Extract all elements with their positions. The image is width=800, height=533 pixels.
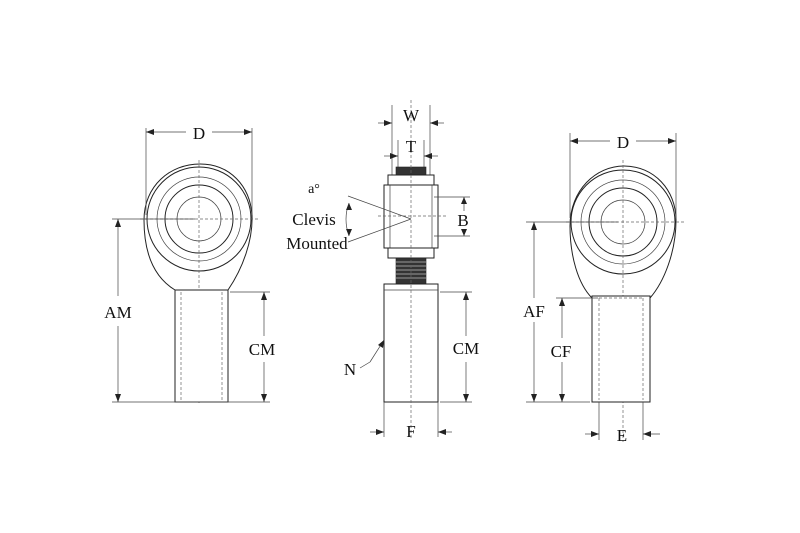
- dim-label-d-right: D: [617, 133, 629, 152]
- dim-label-am: AM: [104, 303, 131, 322]
- female-rod-end-front-view: D AF CF E: [523, 133, 684, 445]
- mounted-label: Mounted: [286, 234, 348, 253]
- dim-label-t: T: [406, 137, 417, 156]
- dim-label-cm-mid: CM: [453, 339, 479, 358]
- male-rod-end-front-view: D AM CM: [104, 124, 275, 405]
- dim-label-angle: a°: [308, 182, 320, 197]
- left-head-outline: [143, 163, 253, 291]
- dim-label-cf: CF: [551, 342, 572, 361]
- dim-label-n: N: [344, 360, 356, 379]
- left-shank: [174, 289, 229, 403]
- dim-label-af: AF: [523, 302, 545, 321]
- dim-label-cm-left: CM: [249, 340, 275, 359]
- dim-label-d-left: D: [193, 124, 205, 143]
- dim-label-e: E: [617, 426, 627, 445]
- right-body: [591, 295, 651, 403]
- rod-end-side-view: W T a° Clevis Mounted B N CM F: [286, 100, 479, 441]
- clevis-label: Clevis: [292, 210, 335, 229]
- dim-label-f: F: [406, 422, 415, 441]
- dim-label-w: W: [403, 106, 420, 125]
- dim-label-b: B: [457, 211, 468, 230]
